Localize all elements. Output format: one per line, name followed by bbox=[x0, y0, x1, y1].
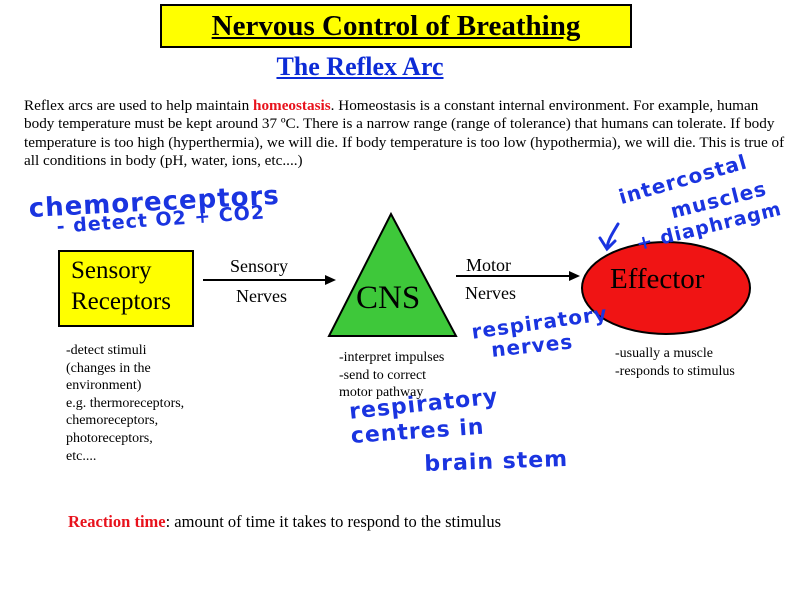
handwritten-arrow bbox=[598, 222, 620, 252]
page-title: Nervous Control of Breathing bbox=[211, 9, 581, 42]
effector-ellipse bbox=[581, 241, 751, 335]
receptor-note-line: (changes in the bbox=[66, 360, 151, 376]
reaction-time-definition: Reaction time: amount of time it takes t… bbox=[68, 512, 501, 532]
subtitle: The Reflex Arc bbox=[276, 52, 444, 81]
title-box: Nervous Control of Breathing bbox=[160, 4, 632, 48]
motor-arrow-head bbox=[569, 271, 580, 281]
reaction-time-term: Reaction time bbox=[68, 512, 166, 531]
intro-text-start: Reflex arcs are used to help maintain bbox=[24, 97, 253, 114]
receptor-label-line2: Receptors bbox=[71, 288, 171, 315]
reaction-time-text: : amount of time it takes to respond to … bbox=[165, 512, 502, 531]
receptor-note-line: environment) bbox=[66, 378, 142, 394]
receptor-note-line: photoreceptors, bbox=[66, 430, 153, 446]
receptor-notes: -detect stimuli (changes in the environm… bbox=[66, 342, 184, 465]
handwritten-brain-stem: brain stem bbox=[424, 446, 569, 477]
sensory-arrow-label-top: Sensory bbox=[230, 256, 288, 276]
homeostasis-keyword: homeostasis bbox=[253, 97, 331, 114]
receptor-note-line: chemoreceptors, bbox=[66, 413, 159, 429]
cns-note-line: motor pathway bbox=[339, 385, 424, 401]
sensory-arrow-label-bottom: Nerves bbox=[236, 286, 287, 306]
receptor-note-line: e.g. thermoreceptors, bbox=[66, 395, 185, 411]
cns-note-line: -send to correct bbox=[339, 367, 427, 383]
effector-label: Effector bbox=[610, 263, 705, 295]
effector-note-line: -responds to stimulus bbox=[615, 363, 735, 379]
receptor-note-line: etc.... bbox=[66, 448, 97, 464]
intro-paragraph: Reflex arcs are used to help maintain ho… bbox=[24, 97, 786, 171]
receptor-note-line: -detect stimuli bbox=[66, 343, 147, 358]
effector-notes: -usually a muscle -responds to stimulus bbox=[615, 345, 735, 380]
sensory-receptors-box: Sensory Receptors bbox=[58, 250, 194, 327]
cns-note-line: -interpret impulses bbox=[339, 350, 445, 365]
cns-triangle bbox=[327, 211, 458, 337]
motor-arrow-label-top: Motor bbox=[466, 255, 511, 275]
receptor-label-line1: Sensory bbox=[71, 257, 152, 284]
effector-note-line: -usually a muscle bbox=[615, 346, 713, 361]
sensory-arrow-head bbox=[325, 275, 336, 285]
cns-notes: -interpret impulses -send to correct mot… bbox=[339, 349, 444, 402]
cns-label: CNS bbox=[356, 280, 421, 316]
intro-text-rest: . Homeostasis is a constant internal env… bbox=[24, 97, 785, 170]
motor-arrow-label-bottom: Nerves bbox=[465, 283, 516, 303]
